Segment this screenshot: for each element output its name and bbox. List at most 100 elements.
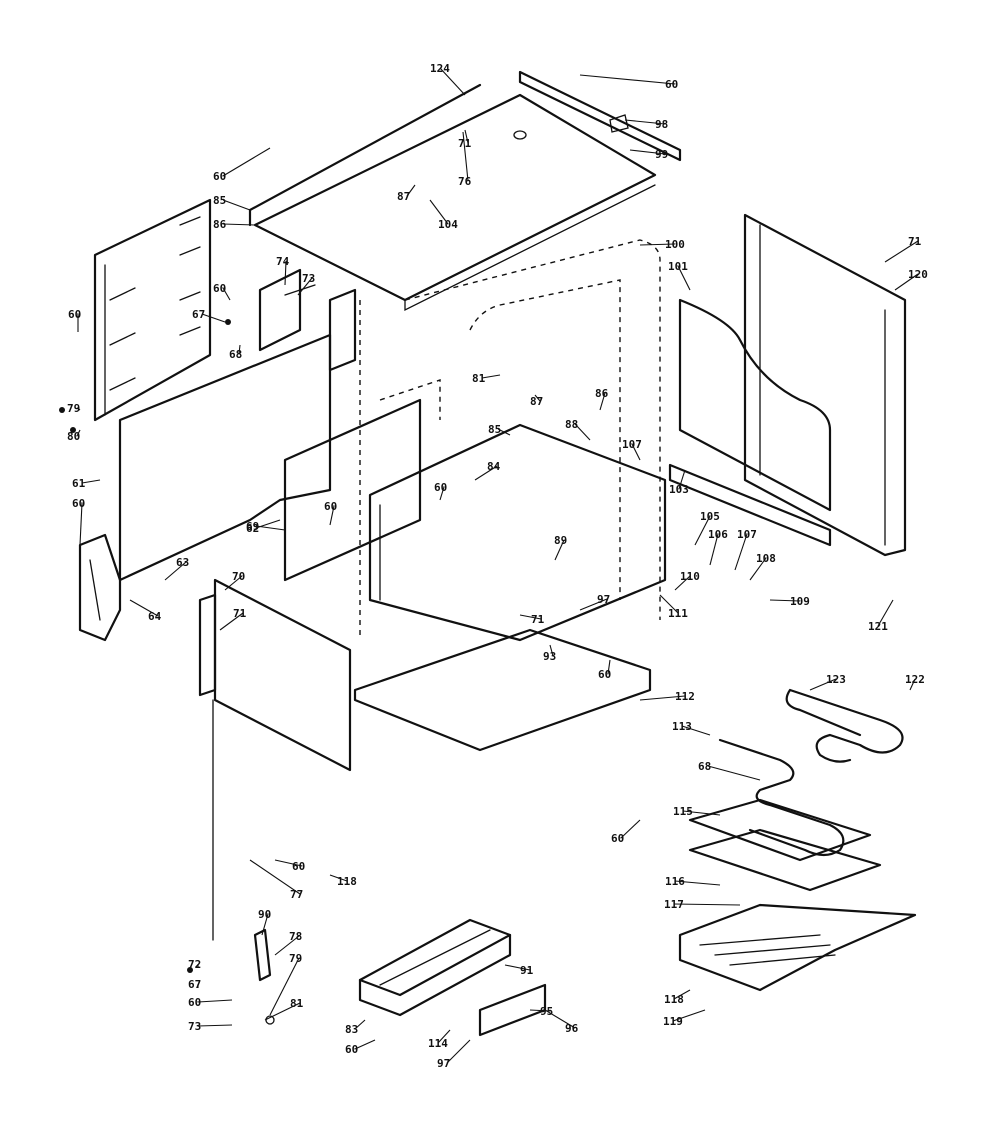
- part-callout-label: 87: [530, 395, 543, 408]
- callout-leader-line: [554, 539, 565, 561]
- broil-element: [718, 688, 904, 857]
- part-callout-label: 60: [611, 832, 624, 845]
- callout-leader-line: [197, 1024, 233, 1027]
- part-callout-label: 80: [67, 430, 80, 443]
- part-callout-label: 71: [458, 137, 472, 150]
- callout-leader-line: [238, 344, 241, 355]
- callout-leader-line: [579, 598, 608, 611]
- part-callout-label: 120: [908, 268, 928, 281]
- part-callout-label: 101: [668, 260, 688, 273]
- cabinet-body: [359, 239, 661, 640]
- part-callout-label: 107: [737, 528, 757, 541]
- part-callout-label: 106: [708, 528, 728, 541]
- part-callout-label: 76: [458, 175, 472, 188]
- part-callout-label: 81: [290, 997, 304, 1010]
- top-cover-panel: [248, 70, 682, 312]
- callout-leader-line: [164, 561, 187, 581]
- part-callout-label: 73: [188, 1020, 201, 1033]
- part-callout-label: 105: [700, 510, 720, 523]
- callout-leader-line: [297, 277, 313, 296]
- part-callout-label: 111: [668, 607, 688, 620]
- callout-leader-line: [446, 1039, 471, 1064]
- part-callout-label: 68: [698, 760, 711, 773]
- callout-leader-line: [76, 407, 81, 411]
- part-callout-label: 74: [276, 255, 290, 268]
- callout-leader-line: [579, 74, 676, 85]
- callout-leader-line: [672, 1009, 706, 1022]
- callout-leader-line: [219, 612, 244, 631]
- callout-leader-line: [629, 149, 666, 155]
- callout-leader-line: [673, 903, 741, 906]
- callout-leader-line: [877, 599, 894, 627]
- part-callout-label: 71: [233, 607, 247, 620]
- callout-leader-line: [269, 957, 300, 1016]
- callout-leader-line: [255, 525, 286, 531]
- part-callout-label: 71: [908, 235, 922, 248]
- part-callout-label: 116: [665, 875, 685, 888]
- callout-leader-line: [682, 810, 721, 816]
- callout-leader-line: [599, 392, 606, 411]
- callout-leader-line: [481, 374, 501, 379]
- callout-leader-line: [222, 199, 251, 211]
- callout-leader-line: [464, 129, 469, 144]
- callout-leader-line: [81, 479, 101, 484]
- part-callout-label: 103: [669, 483, 689, 496]
- part-callout-label: 121: [868, 620, 888, 633]
- part-callout-label: 97: [437, 1057, 450, 1070]
- callout-leader-line: [76, 429, 81, 437]
- callout-leader-line: [639, 695, 686, 701]
- callout-leader-line: [677, 265, 691, 291]
- part-callout-label: 95: [540, 1005, 553, 1018]
- part-callout-label: 84: [487, 460, 501, 473]
- part-callout-label: 85: [213, 194, 226, 207]
- part-callout-label: 119: [663, 1015, 683, 1028]
- callout-leader-line: [354, 1019, 366, 1030]
- callout-leader-line: [274, 859, 303, 867]
- part-callout-label: 114: [428, 1037, 448, 1050]
- part-callout-label: 63: [176, 556, 189, 569]
- callout-leader-line: [544, 1009, 576, 1029]
- callout-leader-line: [734, 533, 748, 571]
- part-callout-label: 89: [554, 534, 567, 547]
- part-callout-label: 90: [258, 908, 271, 921]
- part-callout-label: 97: [597, 593, 610, 606]
- callout-leader-line: [694, 515, 711, 546]
- part-callout-label: 124: [430, 62, 450, 75]
- callout-leader-line: [549, 644, 554, 657]
- callout-leader-line: [274, 935, 300, 956]
- part-callout-label: 70: [232, 570, 245, 583]
- callout-leader-line: [222, 287, 231, 301]
- callout-leader-line: [674, 880, 721, 886]
- part-callout-label: 60: [68, 308, 81, 321]
- part-callout-label: 93: [543, 650, 556, 663]
- callout-leader-line: [504, 964, 531, 971]
- part-callout-label: 60: [72, 497, 85, 510]
- left-outer-wrapper: [78, 333, 332, 642]
- part-callout-label: 60: [213, 282, 226, 295]
- insulation-pads: [678, 798, 917, 992]
- part-callout-label: 85: [488, 423, 501, 436]
- callout-leader-line: [79, 502, 83, 546]
- part-callout-label: 60: [292, 860, 305, 873]
- part-callout-label: 67: [188, 978, 201, 991]
- callout-leader-line: [329, 505, 335, 526]
- part-callout-label: 79: [67, 402, 80, 415]
- part-callout-label: 71: [531, 613, 545, 626]
- part-callout-label: 98: [655, 118, 668, 131]
- part-callout-label: 64: [148, 610, 162, 623]
- callout-leader-line: [620, 819, 641, 839]
- callout-leader-line: [439, 486, 445, 501]
- part-callout-label: 72: [188, 958, 201, 971]
- part-callout-label: 104: [438, 218, 458, 231]
- part-callout-label: 86: [595, 387, 609, 400]
- part-callout-label: 115: [673, 805, 693, 818]
- callout-leader-line: [769, 599, 801, 602]
- callout-leader-line: [222, 223, 256, 226]
- part-callout-label: 96: [565, 1022, 579, 1035]
- part-callout-label: 88: [565, 418, 578, 431]
- part-callout-label: 79: [289, 952, 302, 965]
- part-callout-label: 100: [665, 238, 685, 251]
- part-callout-label: 60: [213, 170, 226, 183]
- callout-leader-line: [659, 594, 679, 614]
- callout-leader-line: [429, 199, 449, 225]
